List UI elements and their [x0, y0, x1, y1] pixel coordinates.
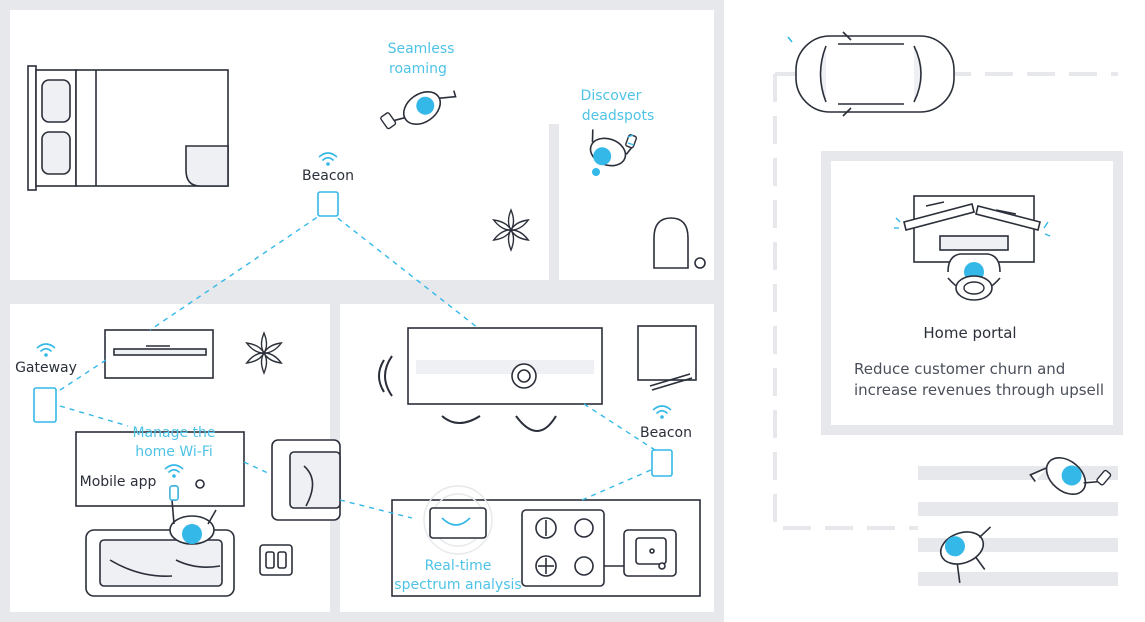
- seamless-roaming-label-1: Seamless: [388, 41, 455, 57]
- manage-wifi-label-1: Manage the: [132, 425, 215, 441]
- mobile-app-label: Mobile app: [80, 474, 157, 490]
- armchair-icon: [271, 439, 341, 521]
- person-icon: [380, 90, 457, 130]
- router-icon: [33, 387, 57, 423]
- person-icon: [1029, 456, 1112, 496]
- toilet-icon: [653, 217, 706, 269]
- phone-icon: [169, 485, 179, 501]
- beacon-right: Beacon: [640, 405, 692, 477]
- sink-icon: [623, 529, 677, 577]
- person-icon: [589, 129, 638, 167]
- plant-icon: [245, 331, 283, 375]
- wifi-icon: [36, 343, 56, 358]
- upsell-text-line-1: Reduce customer churn and: [854, 360, 1065, 378]
- tv-icon: [104, 329, 214, 379]
- discover-deadspots-label-2: deadspots: [582, 108, 655, 124]
- person-icon: [169, 485, 217, 545]
- upsell-text-line-2: increase revenues through upsell: [854, 381, 1104, 399]
- router-icon: [317, 191, 339, 217]
- wifi-icon: [894, 217, 1051, 237]
- wifi-icon: [627, 134, 635, 146]
- network-links: [53, 211, 661, 519]
- car-icon: [787, 31, 955, 117]
- beacon-top: Beacon: [302, 152, 354, 217]
- spectrum-analysis-label-2: spectrum analysis: [394, 577, 521, 593]
- beacon-top-label: Beacon: [302, 168, 354, 184]
- stove-icon: [521, 509, 626, 587]
- wifi-icon: [652, 405, 672, 420]
- router-icon: [651, 449, 673, 477]
- light-switch-icon: [259, 544, 293, 576]
- person-icon: [947, 253, 1001, 301]
- seamless-roaming-label-2: roaming: [389, 61, 447, 77]
- spectrum-analysis-label-1: Real-time: [425, 558, 492, 574]
- armchair-icon: [637, 325, 697, 391]
- table-icon: [407, 327, 603, 405]
- plant-icon: [492, 208, 530, 252]
- crosswalk: [918, 466, 1118, 586]
- microwave-icon: [429, 507, 487, 539]
- bed-icon: [27, 65, 229, 191]
- gateway: Gateway: [15, 343, 77, 423]
- wifi-icon: [318, 152, 338, 167]
- chair-icon: [378, 355, 557, 432]
- deadspot-marker: [592, 168, 600, 176]
- beacon-right-label: Beacon: [640, 425, 692, 441]
- gateway-label: Gateway: [15, 360, 77, 376]
- manage-wifi-label-2: home Wi-Fi: [135, 444, 213, 460]
- desk-icon: [903, 195, 1041, 263]
- person-icon: [939, 526, 992, 583]
- discover-deadspots-label-1: Discover: [581, 88, 642, 104]
- sofa-icon: [85, 529, 235, 597]
- home-portal-label: Home portal: [923, 324, 1016, 342]
- desk-icon: [75, 431, 245, 507]
